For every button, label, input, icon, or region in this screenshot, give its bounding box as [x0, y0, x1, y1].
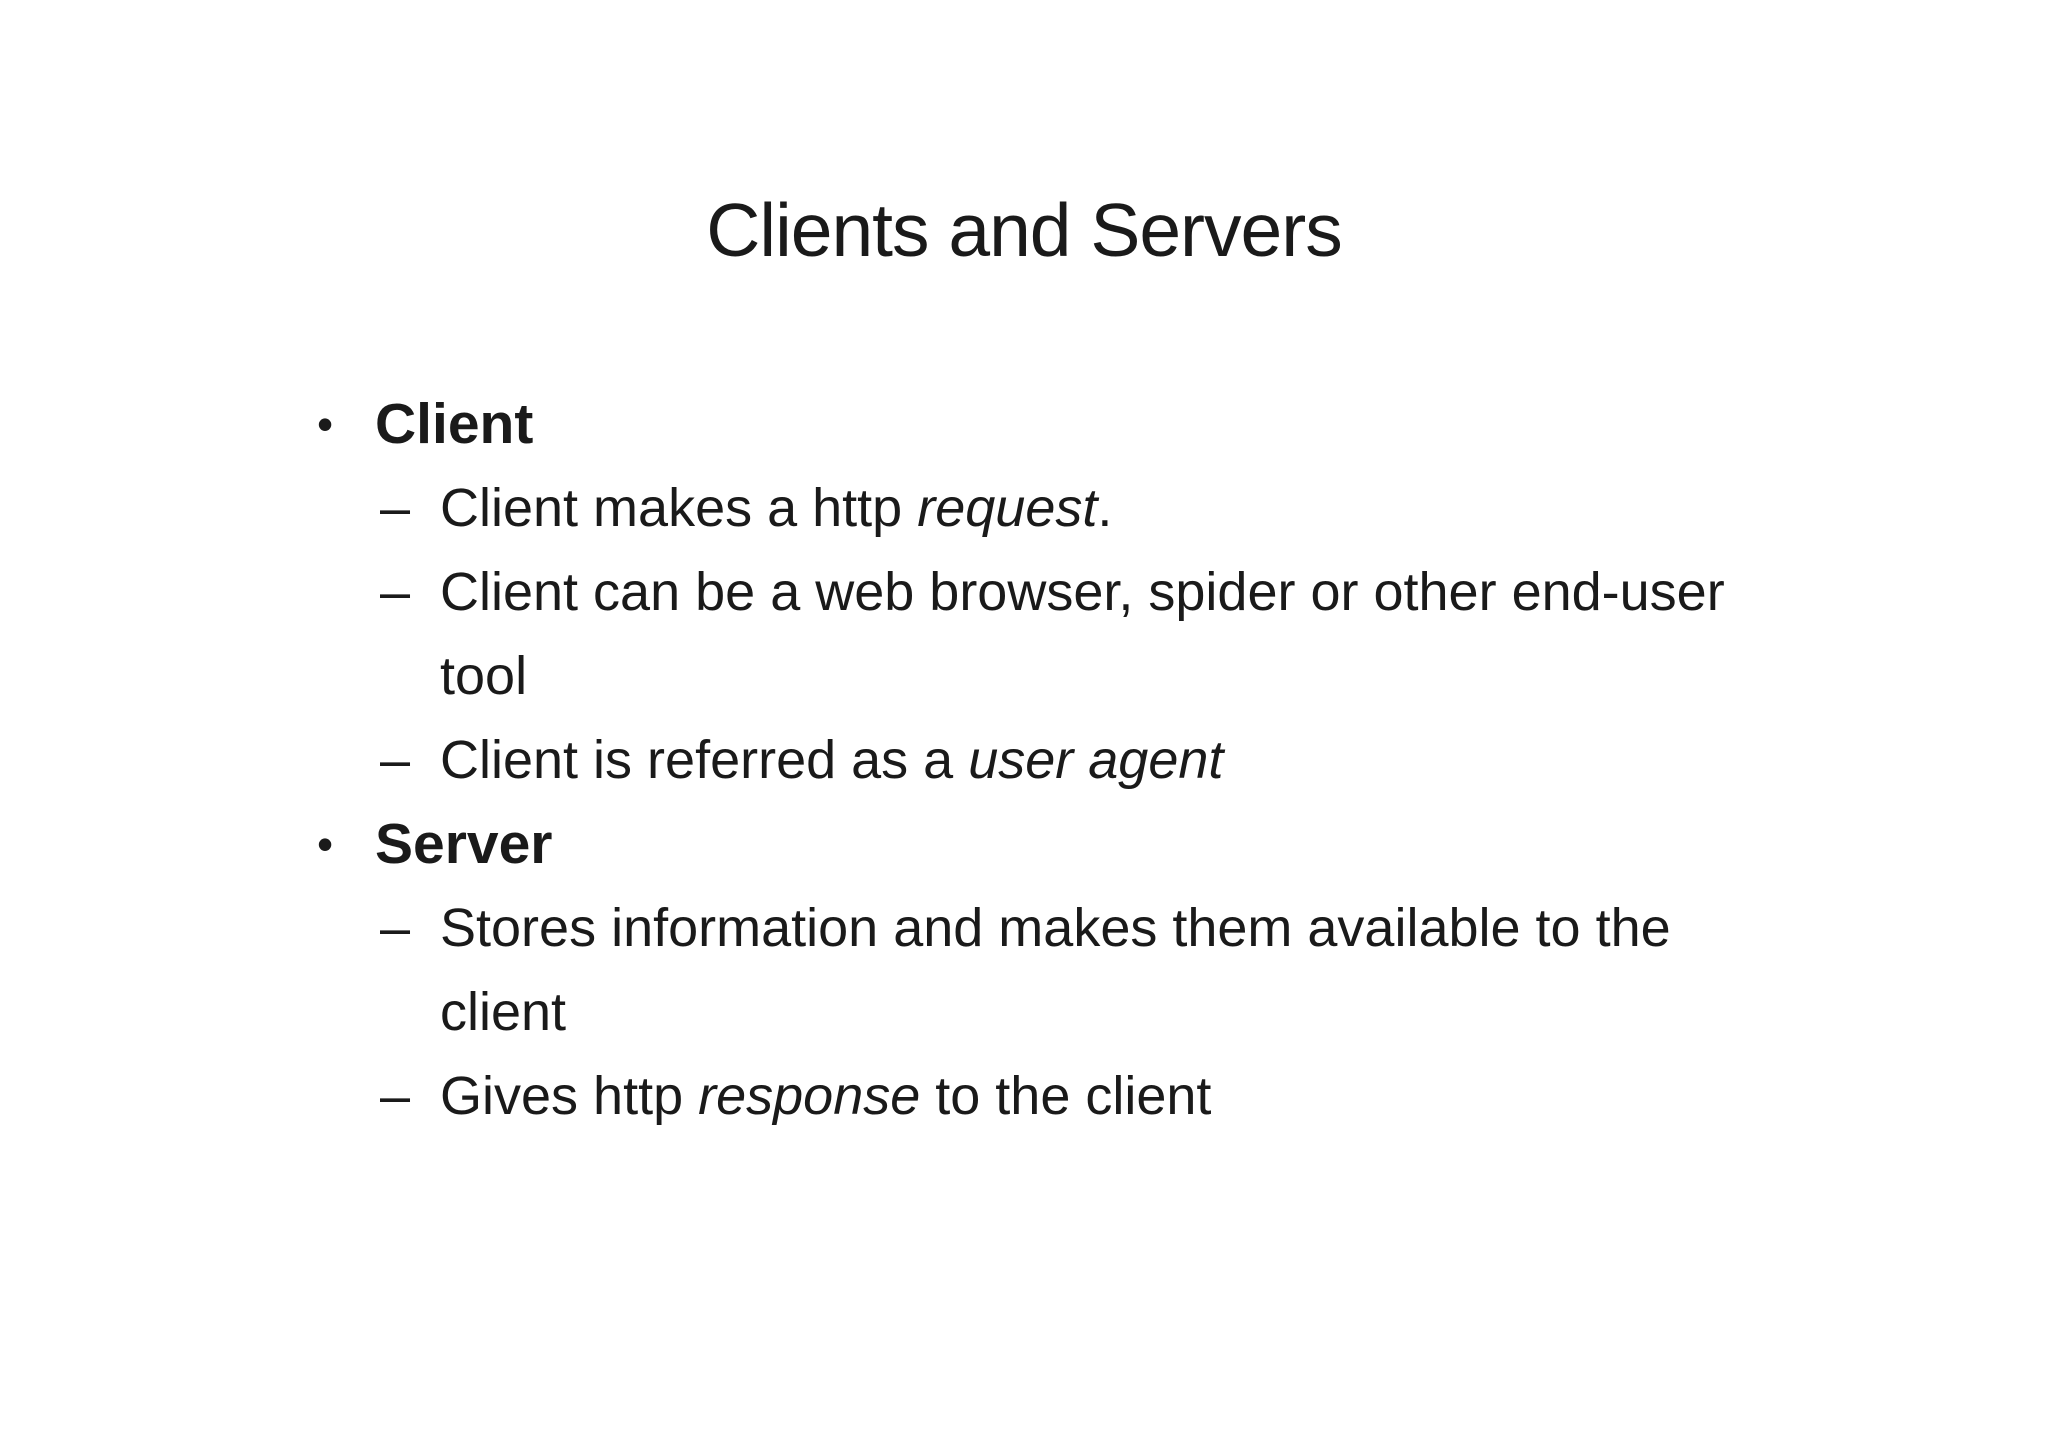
- sub-bullet-item: – Client can be a web browser, spider or…: [300, 550, 1900, 718]
- text-run: Client can be a web browser, spider or o…: [440, 562, 1725, 706]
- sub-bullet-text: Client makes a http request.: [440, 466, 1900, 550]
- sub-bullet-item: – Client makes a http request.: [300, 466, 1900, 550]
- dash-marker: –: [380, 478, 411, 538]
- sub-bullet-text: Client is referred as a user agent: [440, 718, 1900, 802]
- bullet-list: • Client – Client makes a http request. …: [300, 382, 1900, 1138]
- sub-bullet-text: Client can be a web browser, spider or o…: [440, 550, 1900, 718]
- dash-marker: –: [380, 898, 411, 958]
- sub-bullet-item: – Stores information and makes them avai…: [300, 886, 1900, 1054]
- dash-marker: –: [380, 1066, 411, 1126]
- sub-bullet-item: – Gives http response to the client: [300, 1054, 1900, 1138]
- bullet-marker: •: [317, 398, 334, 450]
- sub-bullet-text: Gives http response to the client: [440, 1054, 1900, 1138]
- bullet-marker: •: [317, 818, 334, 870]
- bullet-text: Client: [375, 392, 534, 456]
- sub-bullet-text: Stores information and makes them availa…: [440, 886, 1900, 1054]
- text-run: to the client: [920, 1066, 1212, 1126]
- bullet-item-server: • Server: [300, 802, 1900, 886]
- italic-run: request: [917, 478, 1098, 538]
- text-run: Stores information and makes them availa…: [440, 898, 1671, 1042]
- slide-title: Clients and Servers: [706, 188, 1342, 272]
- text-run: Client makes a http: [440, 478, 918, 538]
- text-run: Client is referred as a: [440, 730, 969, 790]
- text-run: .: [1097, 478, 1113, 538]
- bullet-text: Server: [375, 812, 553, 876]
- italic-run: user agent: [968, 730, 1224, 790]
- dash-marker: –: [380, 562, 411, 622]
- bullet-item-client: • Client: [300, 382, 1900, 466]
- italic-run: response: [698, 1066, 921, 1126]
- sub-bullet-item: – Client is referred as a user agent: [300, 718, 1900, 802]
- text-run: Gives http: [440, 1066, 699, 1126]
- dash-marker: –: [380, 730, 411, 790]
